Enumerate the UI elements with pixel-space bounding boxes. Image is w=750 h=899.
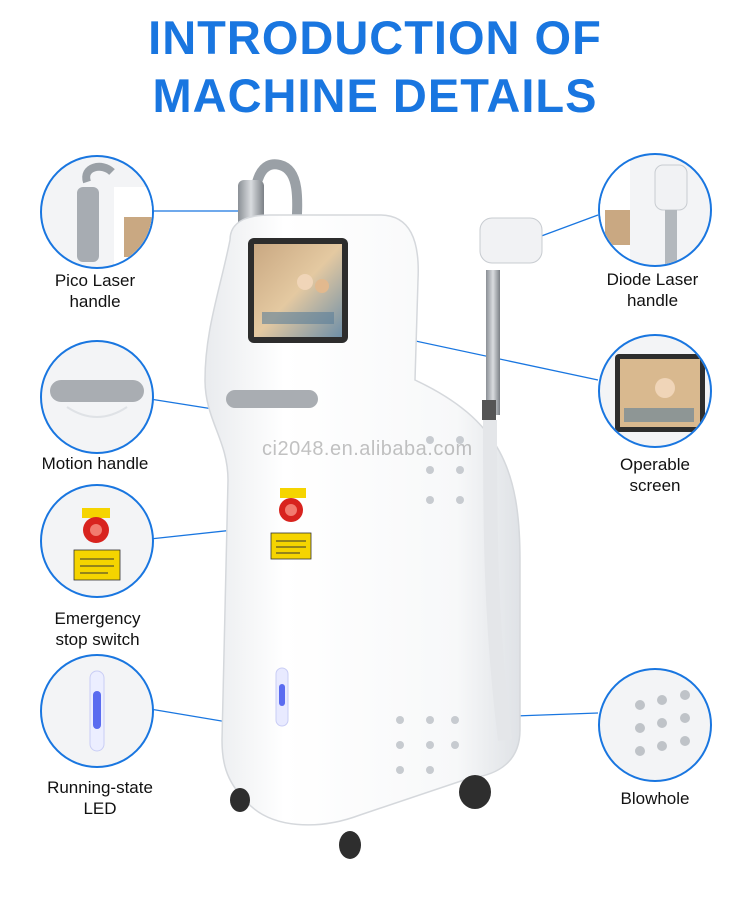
led-icon	[40, 654, 154, 768]
blowhole-vents	[396, 436, 464, 774]
motion-handle	[226, 390, 318, 408]
motion-handle-icon	[40, 340, 154, 454]
diode-laser-handle-icon	[598, 153, 712, 267]
page-title-line-1: INTRODUCTION OF	[148, 11, 602, 64]
page-title-line-2: MACHINE DETAILS	[152, 69, 598, 122]
diode-laser-handle-label: Diode Laser handle	[606, 270, 699, 310]
pico-laser-handle-icon	[40, 155, 154, 269]
watermark: ci2048.en.alibaba.com	[262, 438, 473, 460]
motion-handle-label: Motion handle	[41, 454, 149, 473]
diode-laser-handle	[479, 217, 543, 741]
blowhole-label: Blowhole	[620, 789, 690, 808]
pico-laser-handle-label: Pico Laser handle	[54, 271, 136, 311]
wheels	[230, 775, 491, 859]
operable-screen	[248, 238, 348, 343]
running-state-led	[279, 684, 285, 706]
screen-icon	[598, 334, 712, 448]
emergency-stop-label: Emergency stop switch	[54, 609, 141, 649]
emergency-stop-switch	[270, 488, 312, 560]
emergency-stop-icon	[40, 484, 154, 598]
running-state-led-label: Running-state LED	[47, 778, 153, 818]
blowhole-icon	[598, 668, 712, 782]
operable-screen-label: Operable screen	[620, 455, 690, 495]
